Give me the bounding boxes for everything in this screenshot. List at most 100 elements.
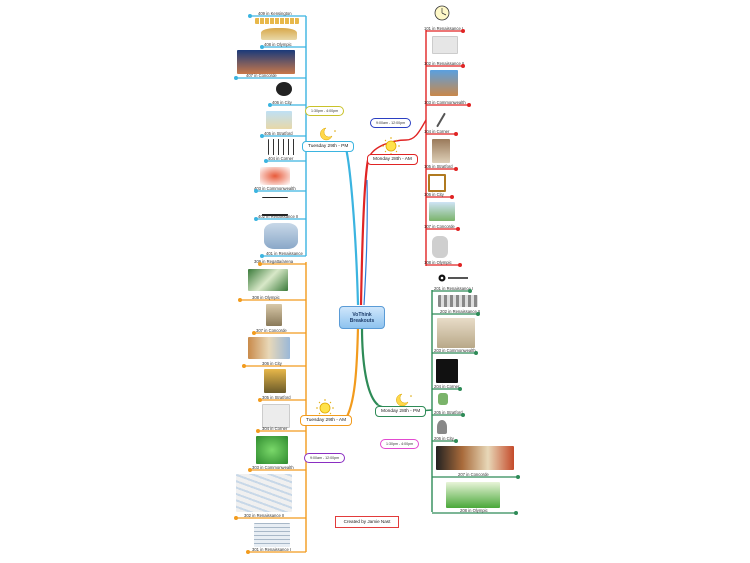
central-topic[interactable]: VoThink Breakouts: [339, 306, 385, 329]
spine-line: [363, 179, 368, 306]
item-304[interactable]: 304 in Corner: [262, 426, 288, 431]
item-403[interactable]: 403 in Commonwealth: [254, 186, 296, 191]
item-405[interactable]: 405 in Stratford: [264, 131, 293, 136]
branch-monday-am[interactable]: Monday 28th - AM: [367, 154, 418, 165]
item-106[interactable]: 106 in City: [424, 192, 444, 197]
leaf-dot: [461, 64, 465, 68]
thumb-404: [268, 139, 296, 155]
leaf-dot: [516, 475, 520, 479]
item-408[interactable]: 408 in Olympic: [264, 42, 292, 47]
leaf-dot: [260, 134, 264, 138]
item-207[interactable]: 207 in Concorde: [458, 472, 489, 477]
thumb-305: [264, 369, 286, 393]
thumb-405: [266, 111, 292, 129]
item-205[interactable]: 205 in Stratford: [434, 410, 463, 415]
thumb-406: [276, 82, 292, 96]
leaf-dot: [458, 263, 462, 267]
leaf-dot: [252, 331, 256, 335]
item-302[interactable]: 302 in Renaissance II: [244, 513, 285, 518]
item-206[interactable]: 206 in City: [434, 436, 454, 441]
item-107[interactable]: 107 in Concorde: [424, 224, 455, 229]
thumb-107: [429, 202, 455, 221]
credit-label: Created by Jamie Nast: [335, 516, 399, 528]
leaf-dot: [468, 289, 472, 293]
thumb-403: [260, 167, 290, 185]
leaf-dot: [254, 217, 258, 221]
thumb-304: [262, 404, 290, 428]
item-202[interactable]: 202 in Renaissance II: [440, 309, 481, 314]
leaf-dot: [450, 195, 454, 199]
leaf-dot: [234, 516, 238, 520]
item-208[interactable]: 208 in Olympic: [460, 508, 488, 513]
leaf-dot: [514, 511, 518, 515]
leaf-dot: [242, 364, 246, 368]
item-305[interactable]: 305 in Stratford: [262, 395, 291, 400]
time-callout-tuesday-am: 9:00am - 12:00pm: [304, 453, 346, 463]
leaf-dot: [260, 254, 264, 258]
leaf-dot: [461, 29, 465, 33]
item-404[interactable]: 404 in Corner: [268, 156, 294, 161]
leaf-dot: [248, 14, 252, 18]
moon-icon-tuesday-pm: [320, 127, 336, 141]
item-402[interactable]: 402 in Renaissance II: [258, 214, 299, 219]
time-callout-monday-am: 9:00am - 12:00pm: [370, 118, 412, 128]
item-308[interactable]: 308 in Olympic: [252, 295, 280, 300]
item-401[interactable]: 401 in Renaissance: [266, 251, 303, 256]
time-callout-monday-pm: 1:30pm - 4:00pm: [380, 439, 420, 449]
leaf-dot: [246, 550, 250, 554]
thumb-108: [432, 236, 448, 258]
logo-icon: [438, 274, 468, 282]
thumb-407: [237, 50, 295, 74]
thumb-301: [254, 523, 290, 547]
thumb-207: [436, 446, 514, 470]
thumb-401: [264, 223, 298, 249]
moon-icon-monday-pm: [396, 393, 412, 407]
leaf-dot: [467, 103, 471, 107]
item-102[interactable]: 102 in Renaissance II: [424, 61, 465, 66]
leaf-dot: [260, 45, 264, 49]
item-301[interactable]: 301 in Renaissance I: [252, 547, 292, 552]
leaf-dot: [458, 387, 462, 391]
leaf-dot: [454, 167, 458, 171]
thumb-205: [438, 393, 448, 405]
item-204[interactable]: 204 in Corner: [434, 384, 460, 389]
thumb-408: [261, 28, 297, 40]
item-108[interactable]: 108 in Olympic: [424, 260, 452, 265]
item-307[interactable]: 307 in Concorde: [256, 328, 287, 333]
leaf-dot: [258, 262, 262, 266]
time-callout-tuesday-pm: 1:30pm - 4:00pm: [305, 106, 345, 116]
branch-line-monday-am: [359, 159, 370, 306]
branch-monday-pm[interactable]: Monday 28th - PM: [375, 406, 427, 417]
branch-line-monday-pm: [360, 326, 379, 406]
central-topic-line2: Breakouts: [349, 317, 375, 324]
thumb-101: [432, 36, 458, 54]
item-201[interactable]: 201 in Renaissance I: [434, 286, 474, 291]
item-406[interactable]: 406 in City: [272, 100, 292, 105]
thumb-203: [437, 318, 475, 348]
branch-tuesday-pm[interactable]: Tuesday 29th - PM: [302, 141, 355, 152]
item-203[interactable]: 203 in Commonwealth: [434, 348, 476, 353]
leaf-dot: [248, 468, 252, 472]
thumb-307: [266, 304, 282, 326]
central-topic-line1: VoThink: [352, 311, 372, 318]
leaf-dot: [461, 413, 465, 417]
item-407[interactable]: 407 in Concorde: [246, 73, 277, 78]
thumb-409: [255, 18, 299, 24]
item-409[interactable]: 409 in Kensington: [258, 11, 292, 16]
branch-tuesday-am[interactable]: Tuesday 29th - AM: [300, 415, 353, 426]
item-101[interactable]: 101 in Renaissance I: [424, 26, 464, 31]
leaf-dot: [456, 227, 460, 231]
item-309[interactable]: 309 in Regatta/arena: [254, 259, 294, 264]
item-306[interactable]: 306 in City: [262, 361, 282, 366]
item-105[interactable]: 105 in Stratford: [424, 164, 453, 169]
thumb-302: [236, 474, 292, 512]
sun-icon-monday-am: [382, 137, 400, 155]
item-104[interactable]: 104 in Corner: [424, 129, 450, 134]
leaf-dot: [454, 132, 458, 136]
sun-icon-tuesday-am: [316, 399, 334, 417]
thumb-106: [428, 174, 446, 192]
leaf-dot: [264, 159, 268, 163]
item-303[interactable]: 303 in Commonwealth: [252, 465, 294, 470]
item-103[interactable]: 103 in Commonwealth: [424, 100, 466, 105]
